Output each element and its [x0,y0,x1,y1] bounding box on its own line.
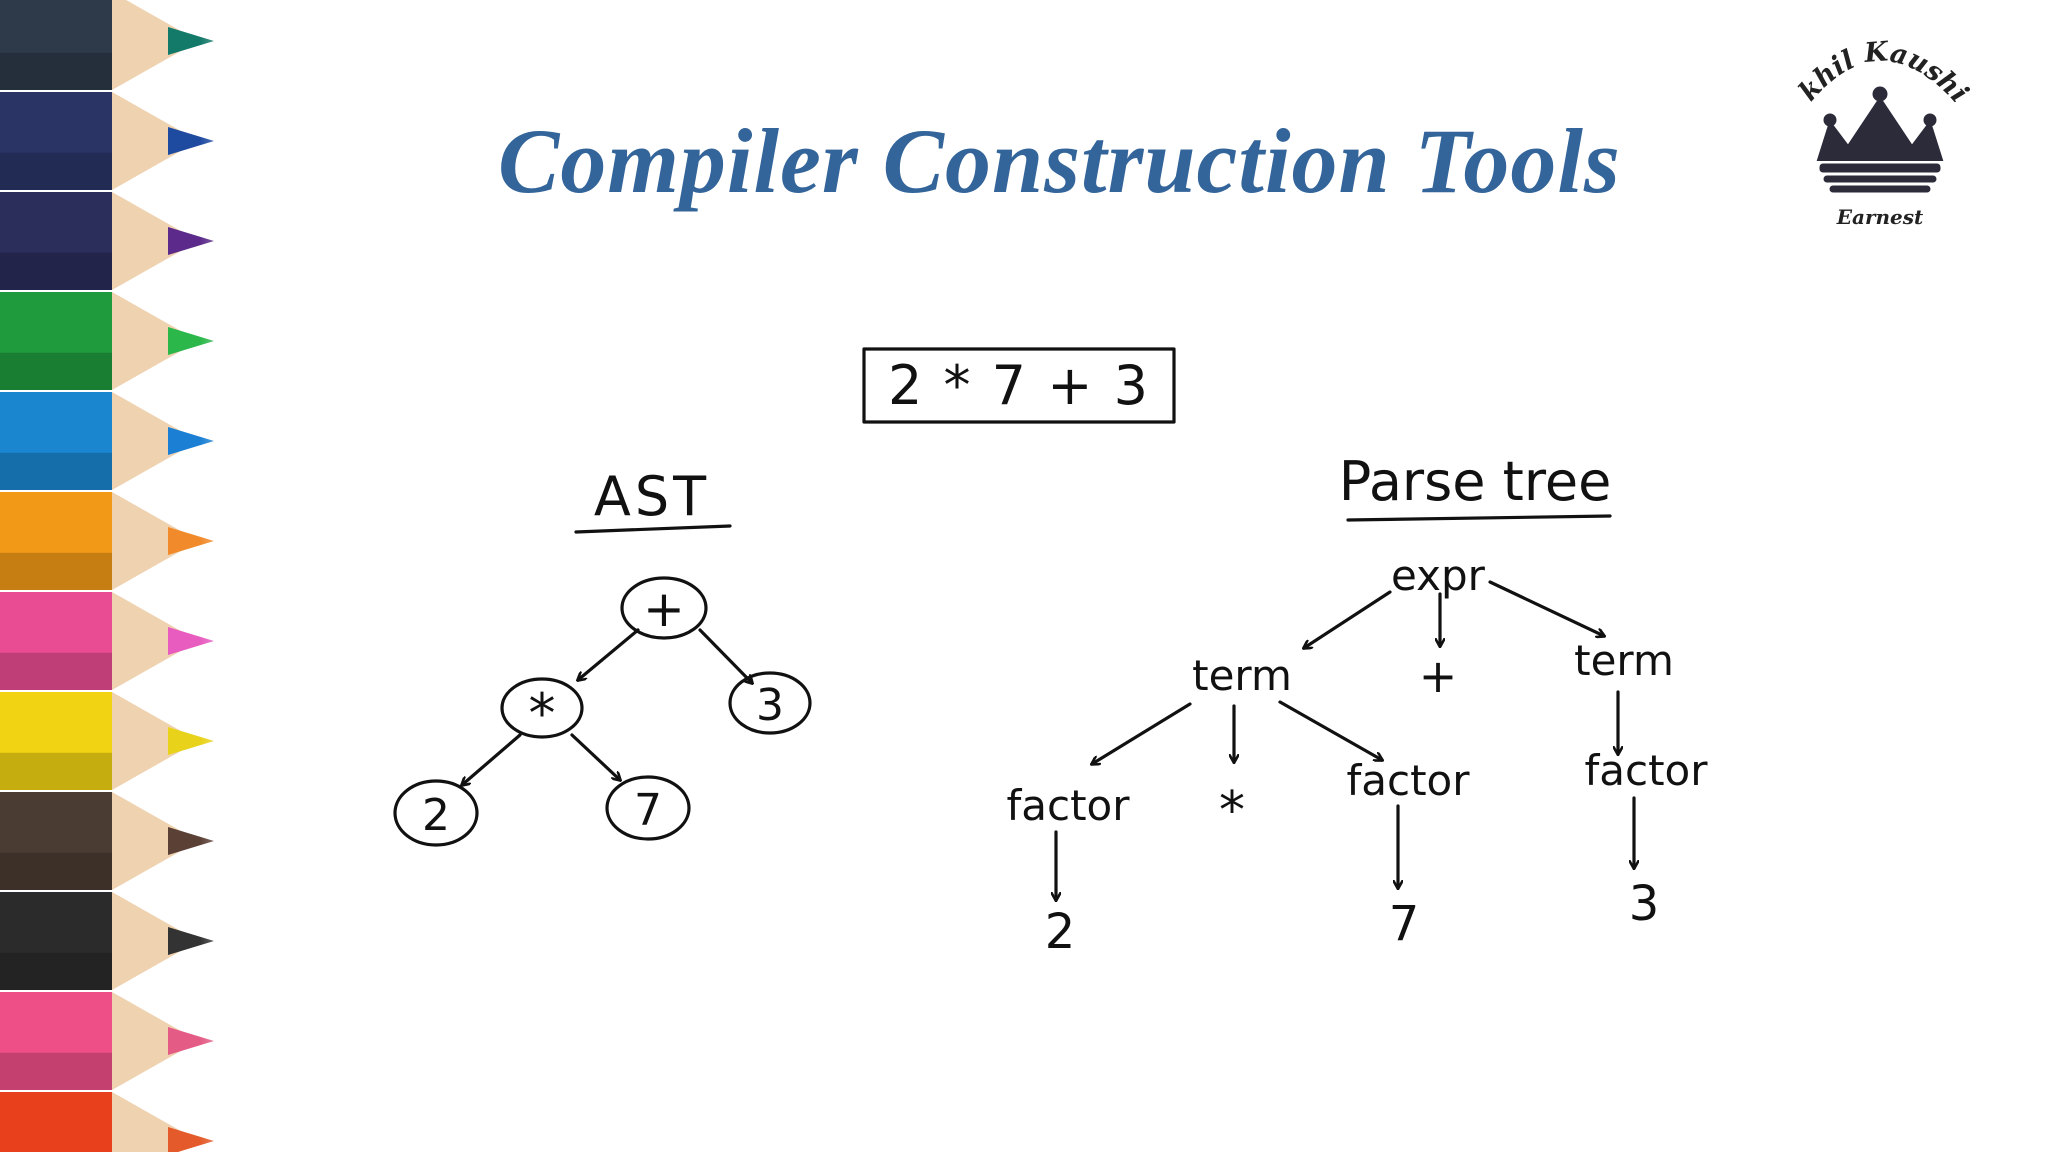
svg-text:+: + [643,580,685,638]
ast-edge [570,733,620,780]
node-factor-3: factor [1584,746,1708,795]
node-plus: + [1419,649,1458,703]
ast-heading: AST [594,465,710,528]
brand-logo: Akhil Kaushik Earnest [1780,28,1974,229]
ast-node-three: 3 [728,671,812,735]
ast-edge [578,628,640,680]
leaf-two: 2 [1045,904,1076,960]
node-term-left: term [1192,651,1292,700]
parse-tree-heading: Parse tree [1339,450,1612,513]
svg-text:7: 7 [634,785,662,836]
expression-box: 2 * 7 + 3 [862,347,1176,424]
node-star: * [1219,781,1245,841]
svg-text:2: 2 [422,790,450,841]
ast-node-root: + [620,576,708,640]
node-term-right: term [1574,636,1674,685]
expression-text: 2 * 7 + 3 [888,354,1150,417]
svg-text:*: * [529,682,556,745]
node-factor-2: factor [1346,756,1470,805]
ast-node-two: 2 [393,779,479,847]
leaf-seven: 7 [1389,896,1420,952]
colored-pencils-decoration [0,0,240,1152]
ast-node-multiply: * [500,677,584,745]
svg-text:3: 3 [756,680,784,731]
ast-edge [462,733,522,785]
parse-tree: Parse tree expr term + term factor * fac… [1006,450,1708,960]
ast-tree: AST + * 3 2 7 [393,465,812,847]
slide-title: Compiler Construction Tools [498,110,1621,212]
leaf-three: 3 [1629,876,1660,932]
node-expr: expr [1391,551,1486,600]
logo-tagline: Earnest [1836,205,1924,229]
node-factor-1: factor [1006,781,1130,830]
crown-icon [1816,86,1944,193]
ast-edge [698,628,752,683]
ast-node-seven: 7 [605,775,691,841]
